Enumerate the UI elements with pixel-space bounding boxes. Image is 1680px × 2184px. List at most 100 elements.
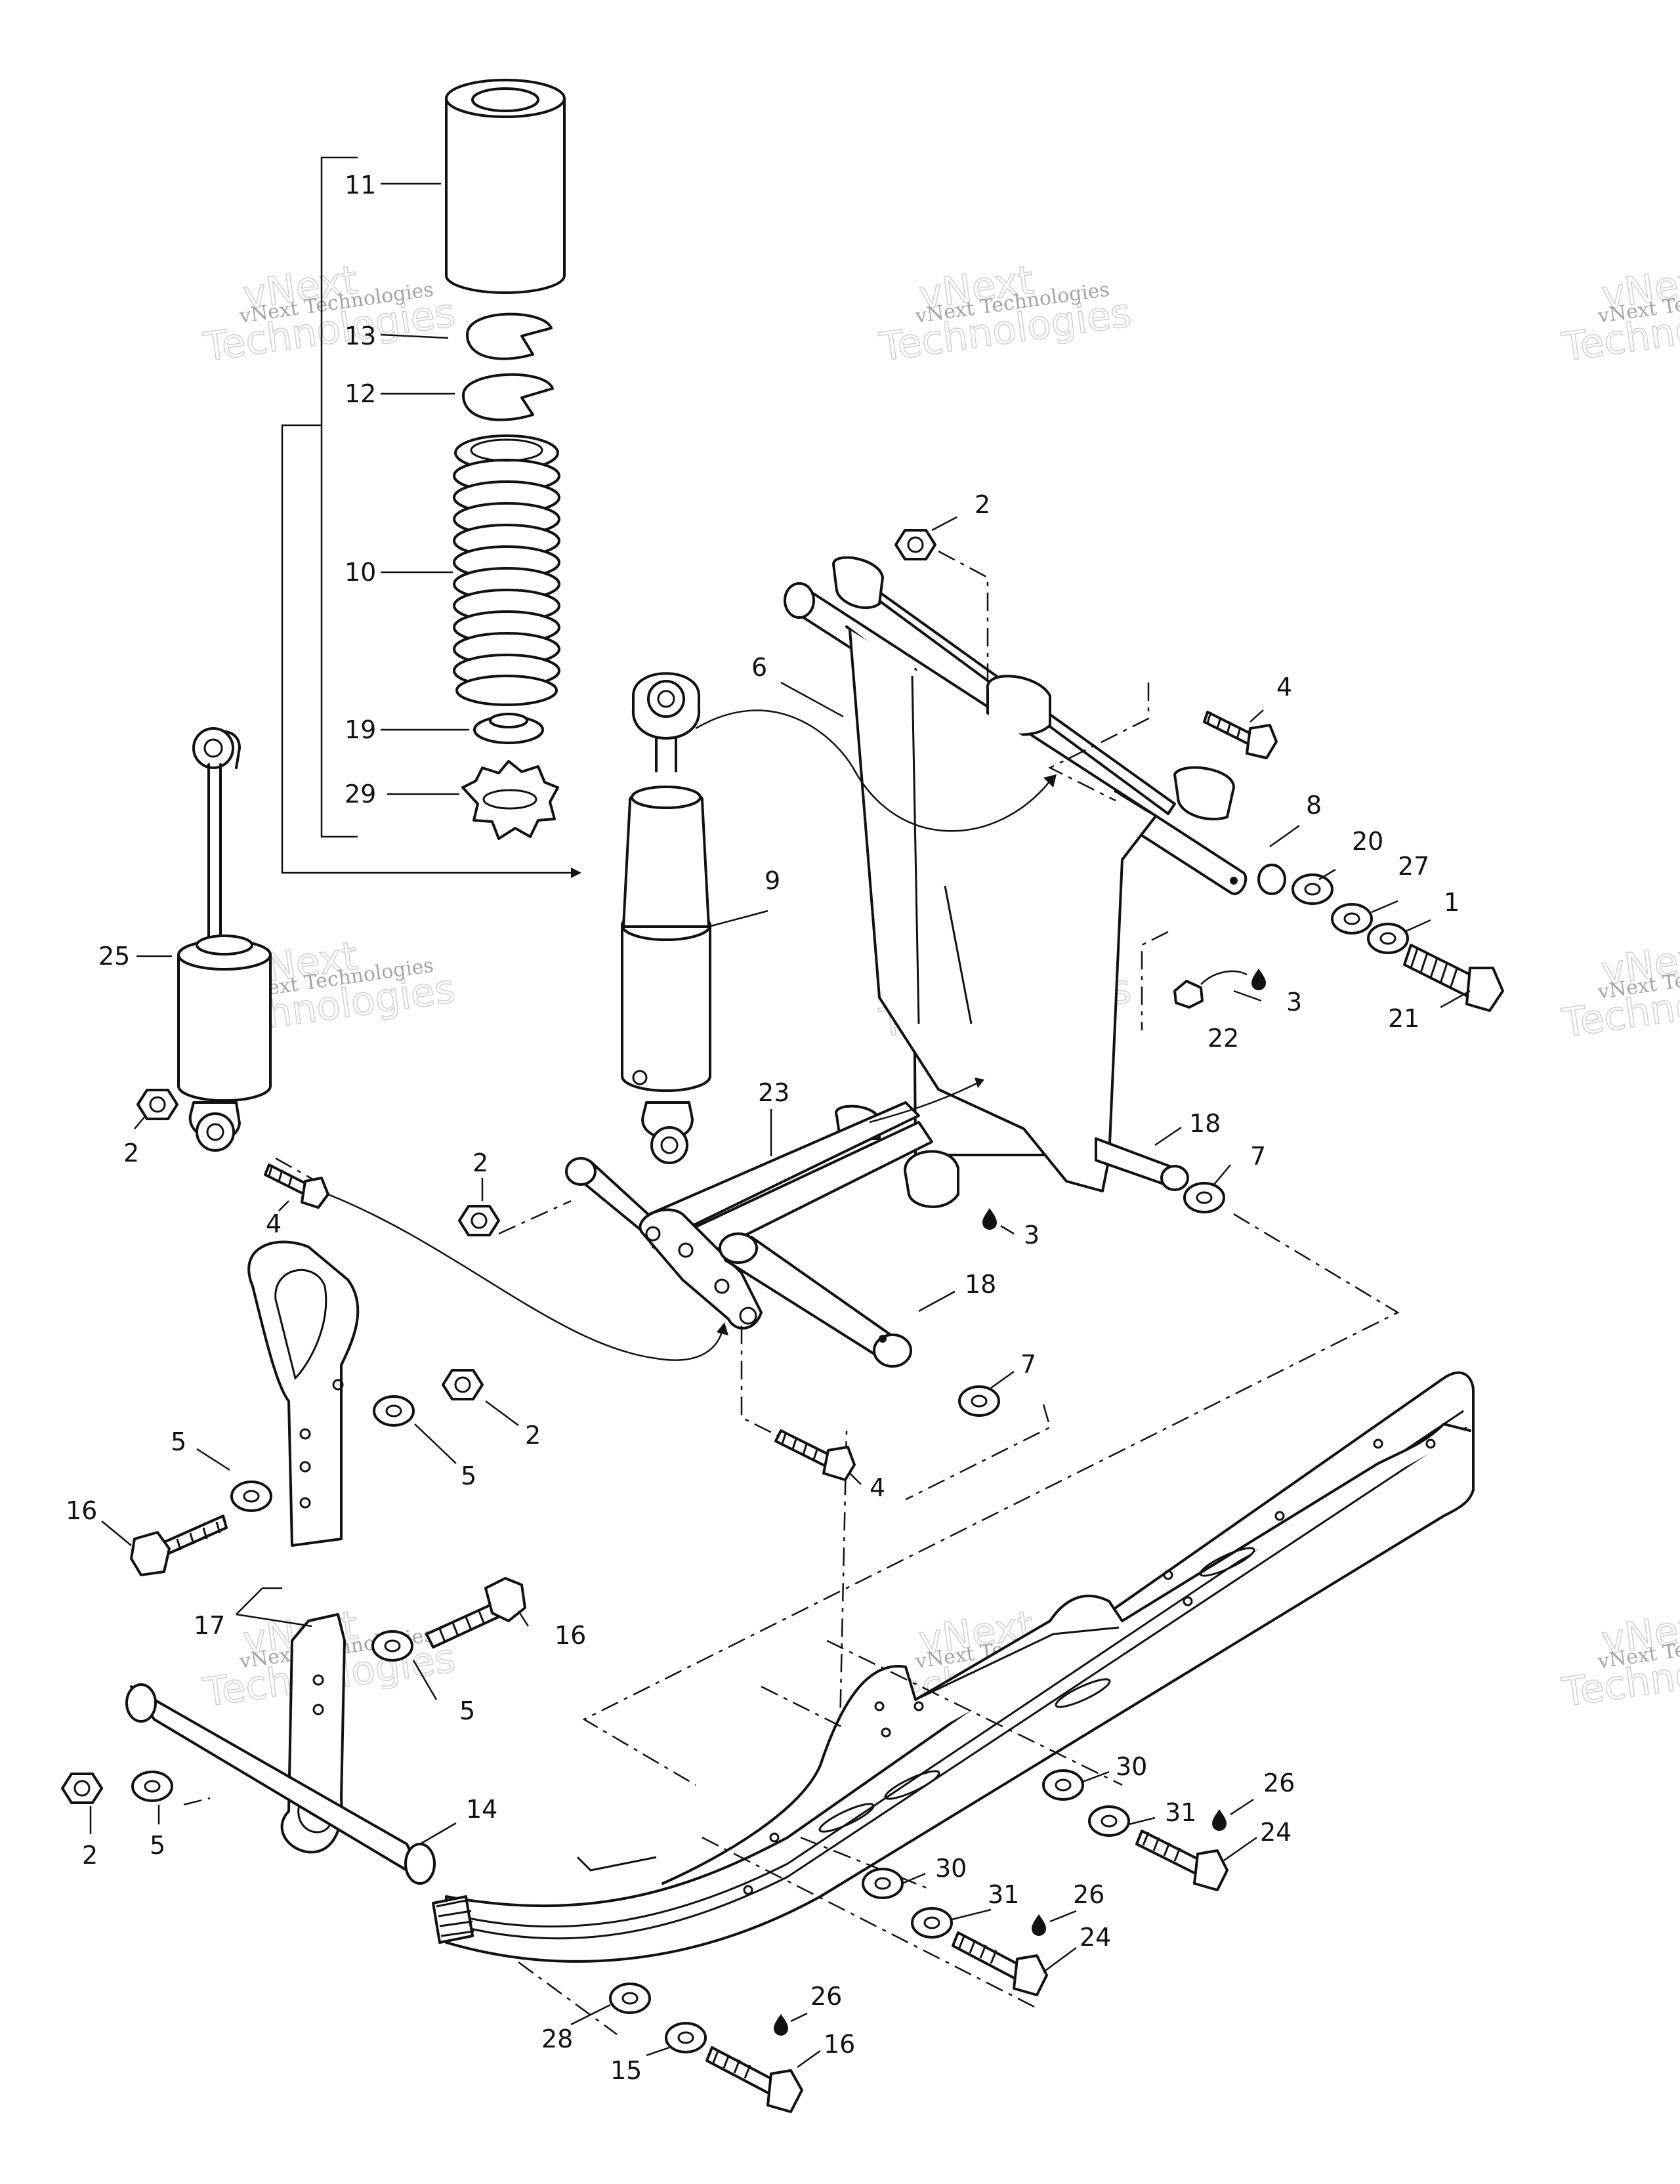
bolt-16-mid [425,1577,526,1648]
callout-24: 24 [1080,1923,1111,1952]
grease-fitting-22 [1173,970,1248,1009]
callout-5: 5 [461,1461,476,1490]
callout-3: 3 [1024,1221,1040,1250]
callout-2: 2 [975,490,990,519]
cross-shaft-14 [125,1683,436,1885]
callout-29: 29 [345,780,376,808]
nut-2-top [894,529,936,560]
shock-absorber-9 [621,672,711,1164]
bolt-21 [1403,944,1504,1012]
bolt-16-bottom [705,2046,803,2113]
callout-17: 17 [194,1611,225,1640]
callout-4: 4 [870,1473,885,1502]
callout-8: 8 [1306,791,1322,820]
swing-arm-6 [784,556,1286,1192]
washer-7-top [1183,1182,1225,1213]
callout-26: 26 [1263,1769,1295,1797]
callout-19: 19 [345,715,376,744]
callout-30: 30 [935,1854,967,1883]
grease-drop-26-upper [1212,1809,1227,1831]
callout-16: 16 [824,2030,855,2059]
rear-arm-23 [565,1101,959,1368]
callout-5: 5 [459,1696,475,1725]
grease-drop-26-bottom [774,2014,788,2036]
callout-16: 16 [66,1496,97,1525]
callout-5: 5 [150,1831,165,1860]
callout-18: 18 [965,1270,996,1299]
assembly-arrows [327,709,1057,1361]
callout-2: 2 [82,1841,98,1870]
spring-adjuster-29 [461,760,559,840]
grease-drop-26-lower [1032,1914,1046,1936]
slide-rail [432,1371,1475,1963]
front-arm-17 [247,1240,360,1854]
callout-18: 18 [1189,1109,1221,1138]
callout-2: 2 [472,1148,488,1177]
callout-24: 24 [1260,1818,1292,1847]
callout-9: 9 [765,866,780,895]
washer-1 [1367,923,1409,954]
bolt-4-top [1203,711,1278,759]
callout-25: 25 [98,942,130,971]
callout-26: 26 [810,1982,842,2011]
bolt-16-left [130,1515,228,1576]
callout-7: 7 [1250,1142,1266,1171]
grease-drop-3-mid [982,1208,997,1230]
washer-15 [665,2022,707,2053]
callout-30: 30 [1116,1752,1147,1781]
callout-31: 31 [1165,1798,1196,1827]
callout-26: 26 [1073,1880,1104,1909]
washer-20 [1292,873,1334,905]
washer-5-left [230,1480,272,1512]
bolt-4-shock25 [264,1164,329,1209]
spring-stopper-19 [473,713,544,744]
callout-28: 28 [541,2025,573,2053]
callout-16: 16 [555,1621,586,1650]
nut-2-shaft [61,1773,103,1804]
washer-5-lower [371,1630,413,1662]
washer-28 [609,1983,651,2014]
bolt-4-lower [774,1429,856,1481]
callout-7: 7 [1020,1350,1036,1379]
grease-drop-3-top [1251,969,1266,990]
callout-23: 23 [758,1078,789,1107]
callout-4: 4 [266,1209,282,1238]
callout-6: 6 [751,653,767,682]
callout-10: 10 [345,558,376,587]
washer-5-shaft [131,1771,173,1802]
washer-31-upper [1088,1805,1130,1837]
leader-lines [89,182,1471,2068]
shock-absorber-25 [177,727,272,1152]
washer-30-upper [1042,1769,1084,1801]
callout-27: 27 [1398,852,1429,881]
callout-21: 21 [1388,1004,1419,1033]
washer-31-lower [911,1907,953,1939]
washer-7-mid [958,1385,1000,1417]
spring-collar-13 [466,312,553,360]
callout-22: 22 [1208,1024,1239,1053]
spring-collar-12 [462,373,554,421]
callout-20: 20 [1352,827,1383,856]
nut-2-arm17 [442,1369,484,1400]
callout-13: 13 [345,322,376,350]
callout-14: 14 [466,1795,497,1824]
callout-numbers: 11 13 12 10 19 29 2 6 4 8 20 27 1 9 25 3… [66,171,1460,2085]
coil-spring [453,434,560,706]
spring-cover [445,79,566,294]
washer-30-lower [862,1868,904,1899]
nut-2-shock25 [136,1089,178,1120]
bolt-24-upper [1135,1830,1228,1891]
callout-15: 15 [610,2056,642,2085]
spring-kit-bracket [281,156,581,878]
washer-5-right [373,1395,415,1427]
nut-2-arm23 [458,1205,500,1236]
callout-3: 3 [1286,988,1302,1017]
callout-1: 1 [1444,888,1460,917]
callout-5: 5 [171,1427,186,1456]
bolt-24-lower [952,1931,1048,1996]
callout-11: 11 [345,171,376,200]
callout-4: 4 [1276,673,1292,702]
callout-2: 2 [123,1139,139,1167]
callout-31: 31 [988,1880,1019,1909]
